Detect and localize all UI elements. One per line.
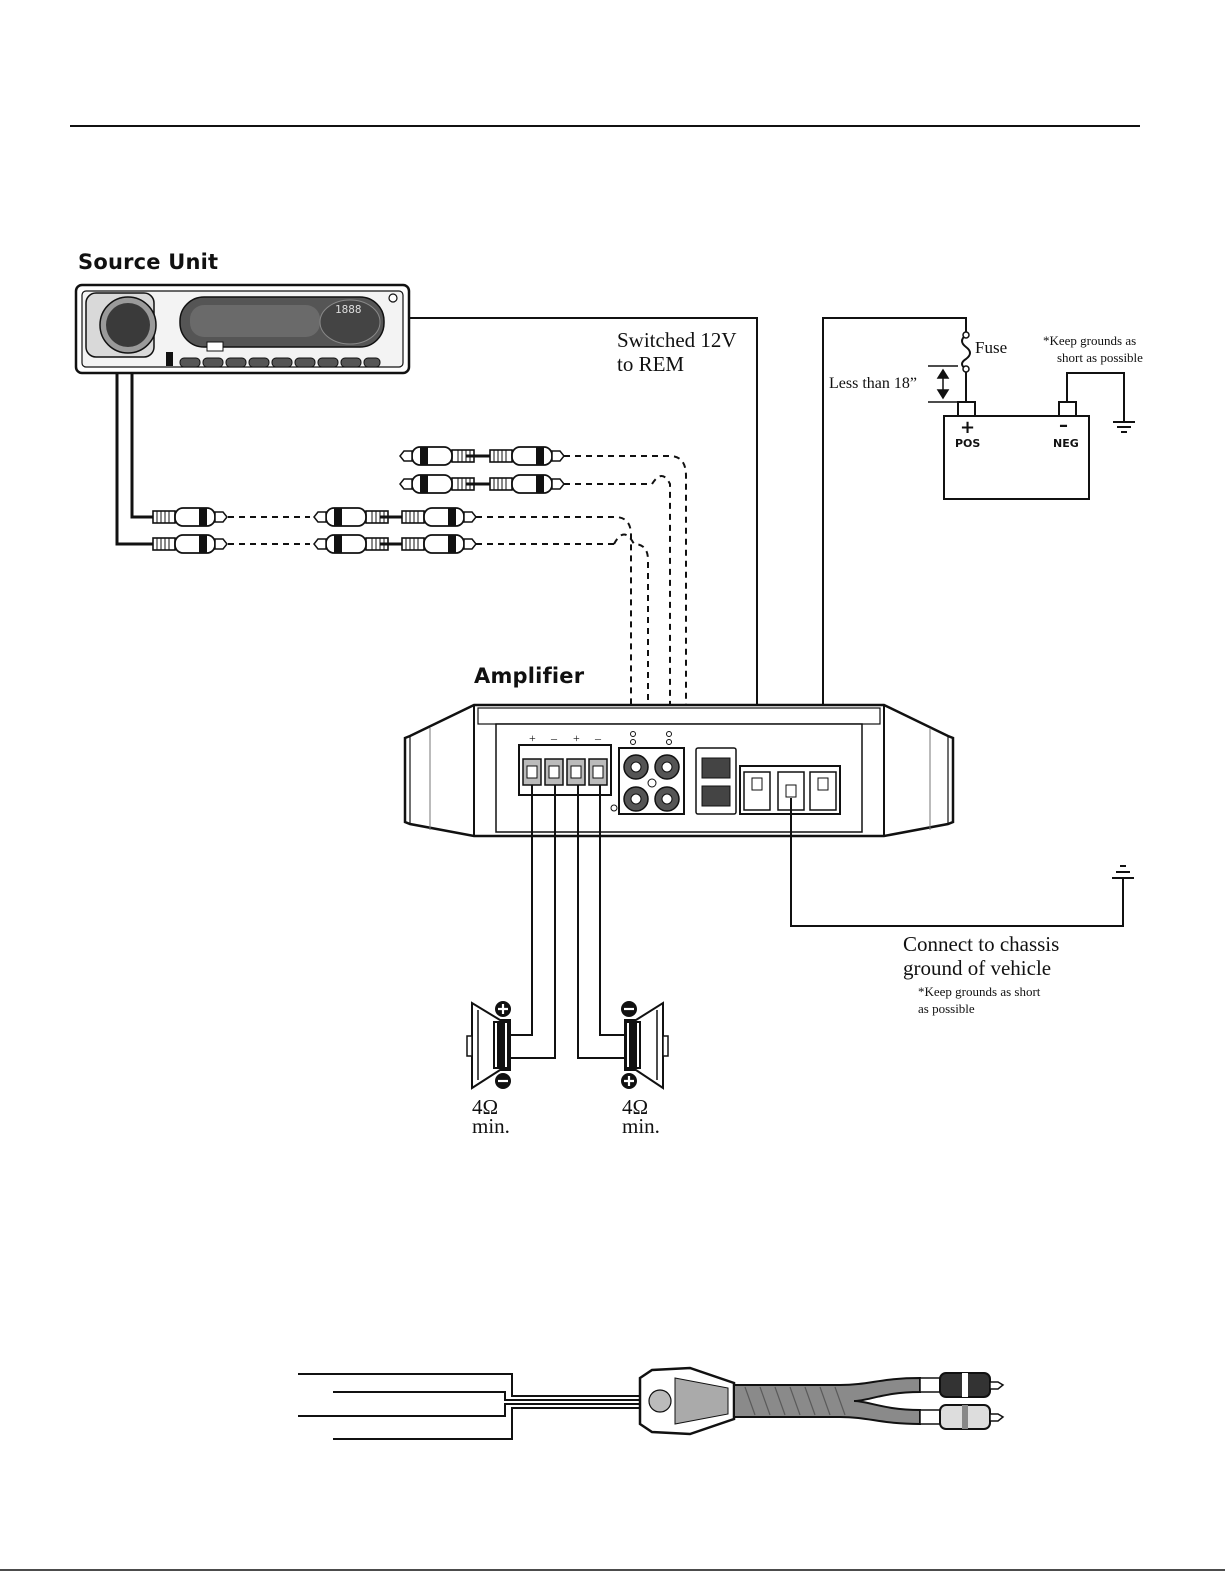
fuse-distance-indicator	[928, 366, 958, 402]
brand-logo-icon	[649, 1390, 671, 1412]
source-unit-title: Source Unit	[78, 250, 218, 274]
battery-neg-label: NEG	[1053, 437, 1079, 450]
speaker-left	[467, 1001, 511, 1089]
dashed-input-routes	[476, 456, 686, 740]
terminal-sign-1: +	[529, 730, 536, 747]
terminal-sign-4: –	[595, 730, 601, 747]
battery-ground-icon	[1113, 408, 1135, 432]
preset-buttons	[180, 358, 380, 367]
keep-grounds-top-line2: short as possible	[1057, 349, 1143, 366]
line-output-adapter-cable	[298, 1368, 1003, 1439]
remote-label-line2: to REM	[617, 352, 684, 376]
keep-grounds-top-line1: *Keep grounds as	[1043, 332, 1136, 349]
battery-pos-terminal	[958, 402, 975, 416]
speaker-right-note: min.	[622, 1114, 660, 1138]
rca-cable-front	[314, 508, 476, 526]
battery-neg-symbol: –	[1059, 418, 1068, 434]
rca-plug-source-left	[153, 508, 227, 526]
keep-grounds-bottom-line1: *Keep grounds as short	[918, 983, 1040, 1000]
fuse-end-top	[963, 332, 969, 338]
chassis-ground-label-line1: Connect to chassis	[903, 932, 1059, 956]
speaker-left-note: min.	[472, 1114, 510, 1138]
terminal-sign-2: –	[551, 730, 557, 747]
chassis-ground-icon	[1112, 866, 1134, 886]
remote-label-line1: Switched 12V	[617, 328, 737, 352]
fuse-label: Fuse	[975, 338, 1007, 358]
source-unit-head-unit	[76, 285, 409, 373]
keep-grounds-bottom-line2: as possible	[918, 1000, 975, 1017]
amplifier-title: Amplifier	[474, 664, 584, 688]
dashed-rca-links	[228, 517, 310, 544]
link-ports	[696, 748, 736, 814]
terminal-sign-3: +	[573, 730, 580, 747]
battery-pos-label: POS	[955, 437, 980, 450]
fuse-end-bottom	[963, 366, 969, 372]
battery-pos-symbol: +	[960, 420, 975, 436]
fuse-distance-label: Less than 18”	[829, 374, 917, 394]
rca-plug-source-right	[153, 535, 227, 553]
rca-cable-upper-1	[400, 447, 564, 465]
source-output-wires	[117, 373, 153, 544]
rca-cable-upper-2	[400, 475, 564, 493]
chassis-ground-label-line2: ground of vehicle	[903, 956, 1051, 980]
display-readout: 1888	[335, 303, 362, 316]
led-indicator	[611, 805, 617, 811]
power-icon	[389, 294, 397, 302]
rca-cable-rear	[314, 535, 476, 553]
battery-neg-terminal	[1059, 402, 1076, 416]
speaker-right	[621, 1001, 668, 1089]
